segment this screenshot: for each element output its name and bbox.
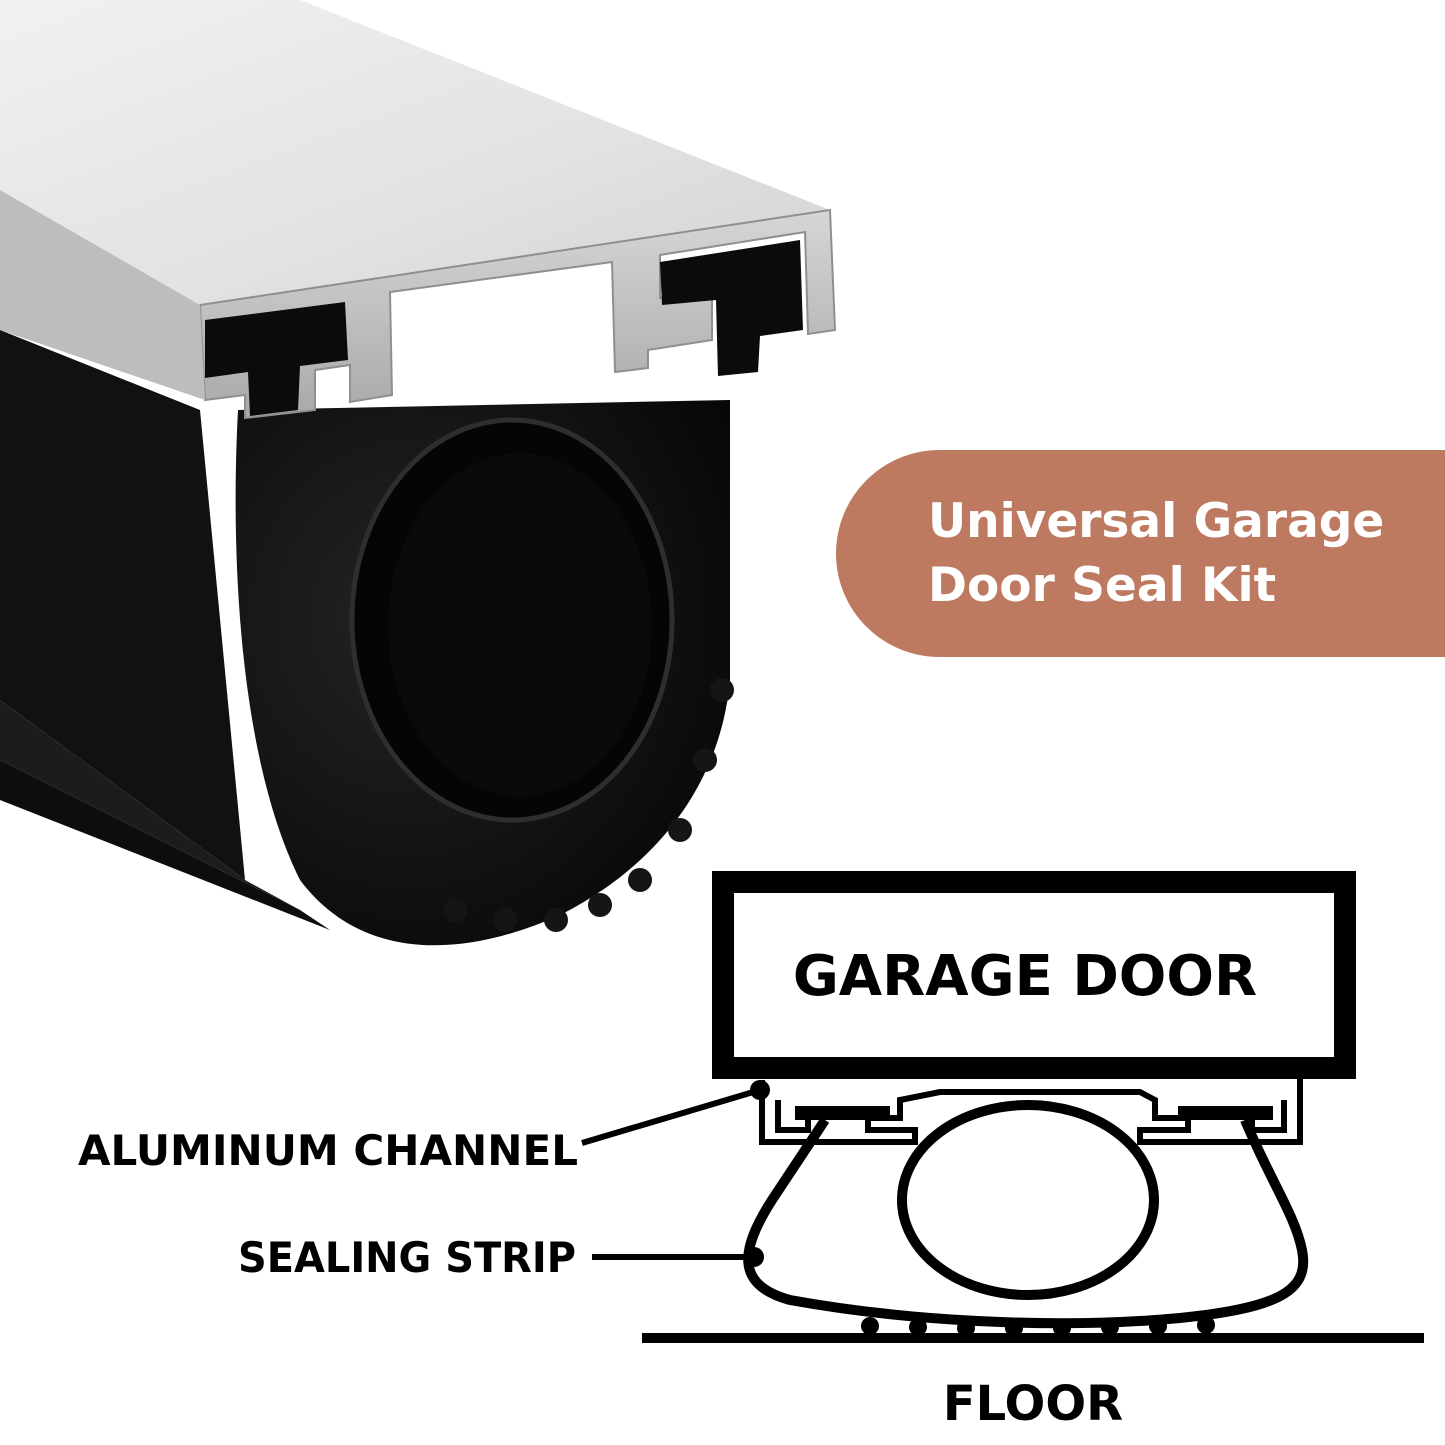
channel-callout — [581, 1080, 770, 1146]
title-line-2: Door Seal Kit — [928, 558, 1277, 613]
garage-door-box — [712, 871, 1356, 1079]
aluminum-channel-image — [0, 0, 837, 420]
title-line-1: Universal Garage — [928, 494, 1385, 549]
rubber-seal-body — [0, 330, 734, 946]
floor-label: FLOOR — [943, 1376, 1123, 1432]
garage-door-label: GARAGE DOOR — [793, 944, 1257, 1009]
sealing-strip-cross-section — [743, 1100, 1309, 1329]
aluminum-channel-label: ALUMINUM CHANNEL — [78, 1126, 578, 1175]
strip-callout — [592, 1247, 764, 1267]
sealing-strip-label: SEALING STRIP — [238, 1233, 576, 1282]
title-badge: Universal Garage Door Seal Kit — [836, 450, 1445, 657]
seal-bumps — [861, 1316, 1215, 1337]
